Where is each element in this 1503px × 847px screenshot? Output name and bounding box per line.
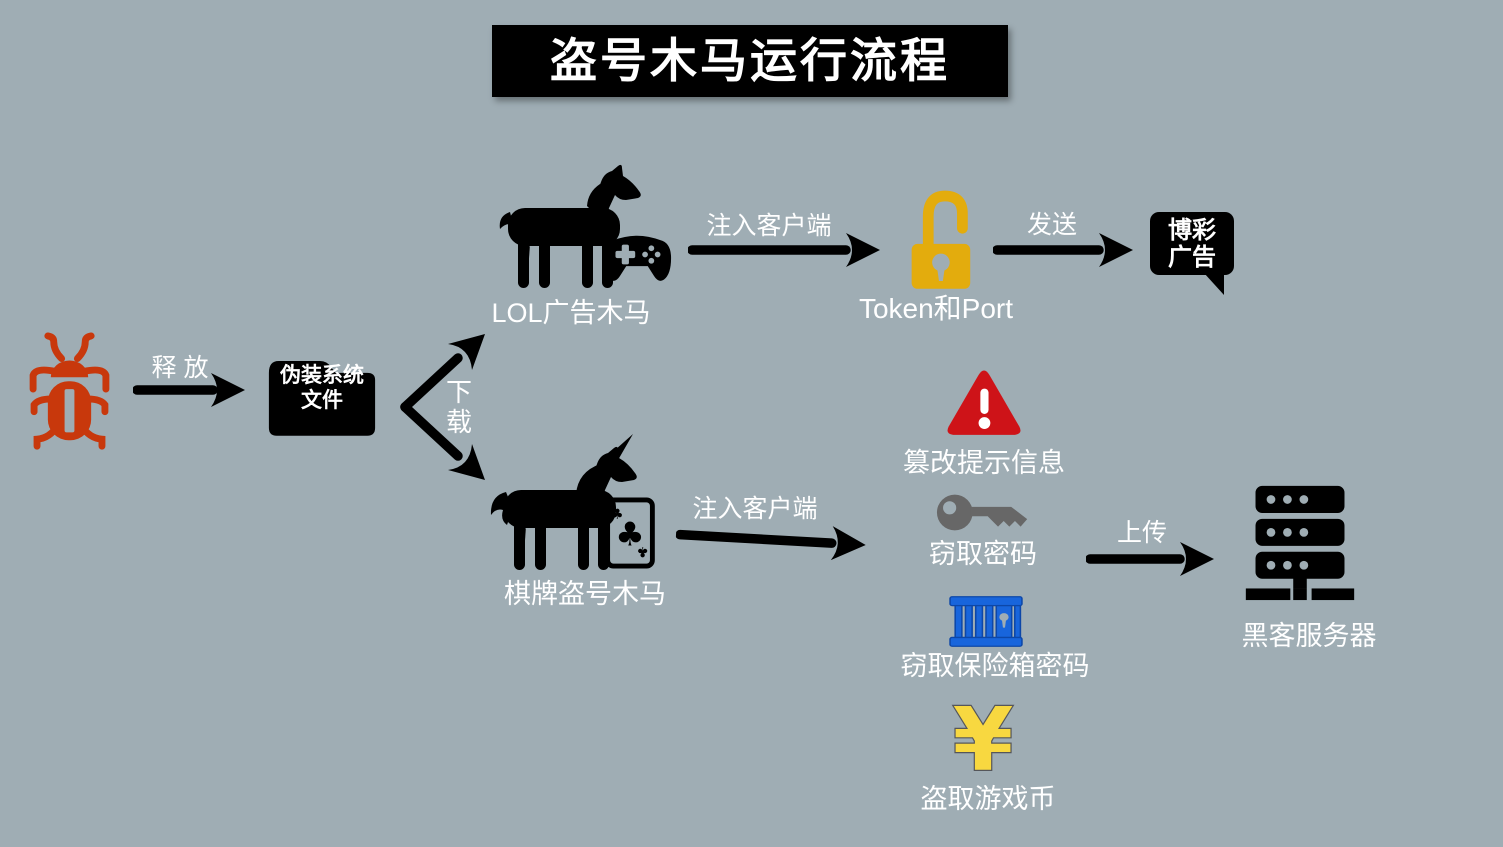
lol-trojan-label: LOL广告木马 [491,298,651,328]
chess-trojan-label: 棋牌盗号木马 [504,579,666,609]
card-club-bottom: ♣ [637,544,649,560]
release-edge-label: 释 放 [151,354,209,382]
disguise-folder-node: 伪装系统 文件 [263,349,381,438]
folder-label: 伪装系统 文件 [263,363,381,413]
steal-password-label: 窃取密码 [929,539,1037,569]
tamper-alert-label: 篡改提示信息 [903,448,1065,478]
gambling-ad-line2: 广告 [1168,244,1216,271]
server-icon [1245,485,1355,601]
inject-top-arrow [688,233,880,267]
unicorn-icon [490,434,637,570]
gambling-ad-line1: 博彩 [1168,217,1216,244]
inject-bottom-edge-label: 注入客户端 [692,495,818,523]
folder-icon [268,361,376,436]
card-club-center: ♣ [615,515,645,554]
speech-bubble-tail [1204,273,1224,295]
card-club-top: ♣ [611,506,623,522]
vault-icon [949,596,1023,647]
padlock-open-icon [911,190,971,289]
gamepad-icon [602,235,672,281]
page-title: 盗号木马运行流程 [492,25,1008,97]
folder-label-line1: 伪装系统 [280,364,364,387]
yuan-icon: ¥ [952,688,1015,792]
send-arrow [993,233,1133,267]
download-branch-arrows [400,334,485,480]
steal-safe-label: 窃取保险箱密码 [900,651,1090,681]
hacker-server-label: 黑客服务器 [1241,621,1377,651]
inject-top-edge-label: 注入客户端 [706,212,832,240]
upload-arrow [1086,542,1214,576]
playing-card-icon: ♣ ♣ ♣ [605,497,655,569]
warning-triangle-icon [947,370,1021,435]
inject-bottom-arrow [675,526,866,561]
key-icon [936,494,1028,531]
upload-edge-label: 上传 [1116,519,1167,547]
send-edge-label: 发送 [1026,211,1077,239]
steal-coins-label: 盗取游戏币 [920,784,1056,814]
folder-label-line2: 文件 [301,389,343,412]
yuan-symbol: ¥ [953,689,1014,791]
download-edge-label: 下载 [445,377,472,437]
token-port-label: Token和Port [858,293,1014,324]
speech-bubble-icon: 博彩 广告 [1150,212,1234,295]
bug-icon [29,332,110,450]
release-arrow [133,373,245,407]
